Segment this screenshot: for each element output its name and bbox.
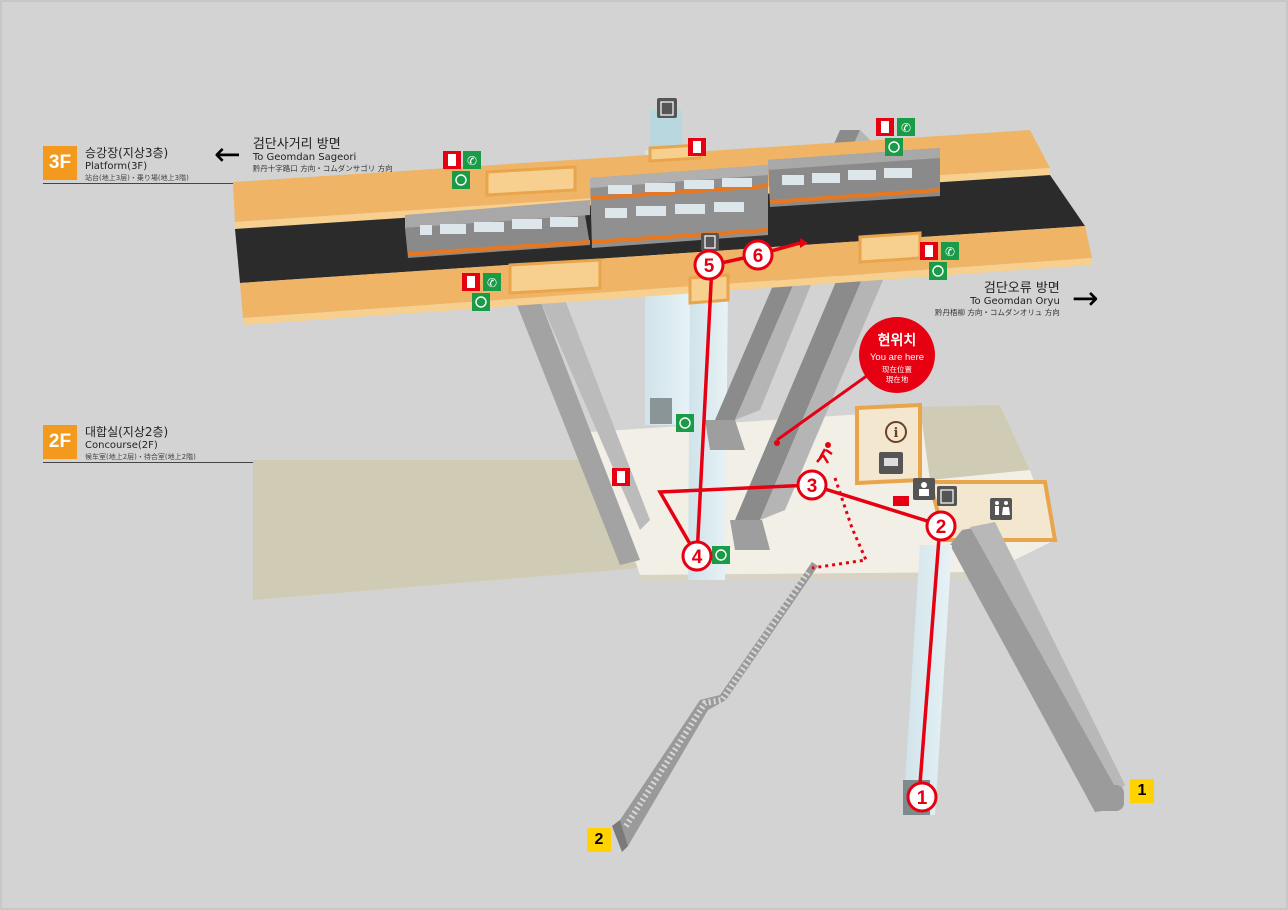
emergency-exit-runner-icon (816, 442, 833, 464)
route-step-5: 5 (693, 249, 725, 281)
you-are-here-ko: 현위치 (878, 332, 917, 348)
fire-extinguisher-icon (893, 496, 909, 506)
route-arrowhead (800, 238, 808, 248)
route-step-3: 3 (796, 469, 828, 501)
route-step-6: 6 (742, 239, 774, 271)
information-icon: i (885, 421, 907, 443)
svg-text:✆: ✆ (467, 154, 477, 168)
route-step-label: 2 (936, 517, 947, 538)
route-step-4: 4 (681, 540, 713, 572)
fire-extinguisher-icon (688, 138, 706, 156)
aed-icon (929, 262, 947, 280)
ticket-machine-icon (879, 452, 903, 474)
elevator-icon (937, 486, 957, 506)
train-windows (420, 168, 912, 235)
route-step-label: 4 (692, 547, 703, 568)
elevator-icon (657, 98, 677, 118)
arrow-right-icon: → (1071, 278, 1099, 317)
train-left (405, 200, 590, 258)
route-step-label: 5 (704, 256, 715, 277)
you-are-here-jp: 現在地 (886, 374, 909, 384)
aed-icon (676, 414, 694, 432)
emergency-phone-icon: ✆ (483, 273, 501, 291)
svg-text:✆: ✆ (945, 245, 955, 259)
emergency-phone-icon: ✆ (897, 118, 915, 136)
floor-label-2f: 2F 대합실(지상2층) Concourse(2F) 候车室(地上2层)・待合室… (43, 425, 196, 462)
elevator-icon (701, 233, 719, 251)
svg-text:i: i (894, 426, 899, 441)
direction-left-jp: 黔丹十字路口 方向・コムダンサゴリ 方向 (252, 164, 393, 173)
direction-right-ko: 검단오류 방면 (983, 281, 1060, 296)
you-are-here-en: You are here (870, 352, 924, 363)
arrow-left-icon: ← (214, 134, 241, 173)
floor-badge-2f: 2F (43, 425, 77, 459)
direction-right: 검단오류 방면 To Geomdan Oryu 黔丹梧柳 方向・コムダンオリュ … (935, 277, 1099, 318)
route-step-label: 3 (807, 476, 818, 497)
fire-extinguisher-icon (612, 468, 630, 486)
floor-label-3f: 3F 승강장(지상3층) Platform(3F) 站台(地上3层)・乗り場(地… (43, 146, 189, 183)
route-step-label: 1 (917, 788, 928, 809)
aed-icon (452, 171, 470, 189)
restroom-icon (990, 498, 1012, 520)
floor-badge-3f: 3F (43, 146, 77, 180)
direction-left-en: To Geomdan Sageori (252, 152, 357, 163)
direction-left: ← 검단사거리 방면 To Geomdan Sageori 黔丹十字路口 方向・… (214, 133, 393, 174)
exit-2-badge: 2 (587, 828, 611, 852)
nursing-room-icon (913, 478, 935, 500)
emergency-phone-icon: ✆ (463, 151, 481, 169)
stairs-exit-2 (612, 562, 818, 852)
you-are-here-marker: 현위치 You are here 现在位置 現在地 (774, 317, 935, 446)
aed-icon (472, 293, 490, 311)
aed-icon (712, 546, 730, 564)
fire-extinguisher-icon (920, 242, 938, 260)
floor-2f-name-en: Concourse(2F) (85, 440, 158, 451)
escalator-exit-1 (950, 522, 1125, 812)
floor-2f-underline (43, 462, 253, 463)
floor-3f-name-jp: 站台(地上3层)・乗り場(地上3階) (85, 174, 189, 182)
floor-3f-name-en: Platform(3F) (85, 161, 148, 172)
floor-3f-name-ko: 승강장(지상3층) (85, 146, 169, 160)
fire-extinguisher-icon (462, 273, 480, 291)
aed-icon (885, 138, 903, 156)
floor-2f-name-jp: 候车室(地上2层)・待合室(地上2階) (85, 453, 196, 461)
evacuation-path (811, 477, 869, 570)
route-step-2: 2 (925, 510, 957, 542)
you-are-here-zh: 现在位置 (882, 364, 912, 374)
direction-left-ko: 검단사거리 방면 (252, 137, 341, 152)
fire-extinguisher-icon (443, 151, 461, 169)
route-step-label: 6 (753, 246, 764, 267)
exit-1-badge: 1 (1130, 779, 1154, 803)
floor-2f-name-ko: 대합실(지상2층) (85, 425, 169, 439)
direction-right-en: To Geomdan Oryu (970, 296, 1060, 307)
floor-3f-underline (43, 183, 233, 184)
emergency-phone-icon: ✆ (941, 242, 959, 260)
svg-text:✆: ✆ (487, 276, 497, 290)
svg-text:✆: ✆ (901, 121, 911, 135)
fire-extinguisher-icon (876, 118, 894, 136)
direction-right-jp: 黔丹梧柳 方向・コムダンオリュ 方向 (935, 308, 1060, 317)
route-step-1: 1 (906, 781, 938, 813)
